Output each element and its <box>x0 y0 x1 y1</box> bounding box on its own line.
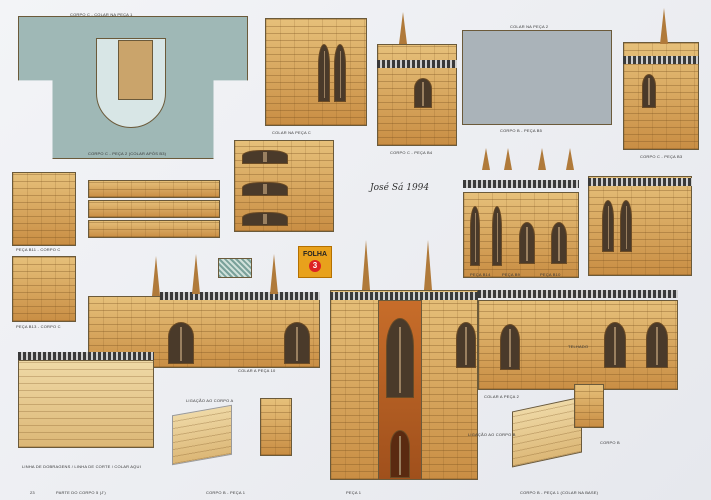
strip-b9 <box>88 200 220 218</box>
battlement <box>463 180 579 188</box>
label-peca-b13: PEÇA B13 - CORPO C <box>16 324 61 329</box>
assembly-preview-b <box>512 396 582 468</box>
window <box>551 222 567 264</box>
spire <box>482 148 490 170</box>
label-peca1: PEÇA 1 <box>346 490 362 495</box>
window <box>470 206 480 266</box>
window <box>456 322 476 368</box>
folha-number: 3 <box>309 260 321 272</box>
label-peca-b14: PEÇA B14 <box>470 272 491 277</box>
floor-piece-b5 <box>462 30 612 125</box>
folha-label: FOLHA <box>302 251 328 258</box>
label-ligacao-corpo-b: LIGAÇÃO AO CORPO B <box>468 432 516 437</box>
battlement <box>623 56 699 64</box>
label-corpo-b: CORPO B <box>600 440 620 445</box>
label-corpo-b-peca1: CORPO B - PEÇA 1 <box>206 490 246 495</box>
window <box>620 200 632 252</box>
label-corpo-b-peca-b5: CORPO B - PEÇA B5 <box>500 128 543 133</box>
battlement <box>377 60 457 68</box>
window <box>284 322 310 364</box>
spire <box>362 240 370 290</box>
battlement <box>160 292 320 300</box>
label-colar-a-peca2: COLAR A PEÇA 2 <box>484 394 520 399</box>
spire <box>660 8 668 44</box>
window <box>242 150 288 164</box>
label-peca-b10: PEÇA B10 <box>540 272 561 277</box>
wall-piece-b13 <box>12 256 76 322</box>
small-floor-tile <box>218 258 252 278</box>
window <box>334 44 346 102</box>
facade-tower-c <box>265 18 367 126</box>
window <box>642 74 656 108</box>
spire <box>192 254 200 294</box>
wall-lower-left <box>18 360 154 448</box>
window <box>519 222 535 264</box>
window <box>386 318 414 398</box>
spire <box>566 148 574 170</box>
window <box>318 44 330 102</box>
window <box>168 322 194 364</box>
label-ligacao-corpo-a: LIGAÇÃO AO CORPO A <box>186 398 234 403</box>
spire <box>399 12 407 44</box>
label-corpo-c-peca-b4: CORPO C - PEÇA B4 <box>390 150 433 155</box>
label-colar-a-peca10: COLAR A PEÇA 10 <box>238 368 276 373</box>
spire <box>504 148 512 170</box>
strip-b8 <box>88 180 220 198</box>
battlement <box>330 292 478 300</box>
window <box>604 322 626 368</box>
window <box>492 206 502 266</box>
portal <box>390 430 410 478</box>
folha-badge: FOLHA 3 <box>298 246 332 278</box>
assembly-preview-tower <box>260 398 292 456</box>
label-corpo-c-peca-b3: CORPO C - PEÇA B3 <box>640 154 683 159</box>
assembly-preview-b-tower <box>574 384 604 428</box>
floor-detail <box>118 40 153 100</box>
spire <box>152 256 160 296</box>
label-corpo-c-colar-peca1: CORPO C - COLAR NA PEÇA 1 <box>70 12 133 17</box>
battlement <box>18 352 154 360</box>
window <box>500 324 520 370</box>
window <box>242 212 288 226</box>
battlement <box>478 290 678 298</box>
label-instructions: LINHA DE DOBRAGENS / LINHA DE CORTE / CO… <box>22 464 141 469</box>
label-parte-corpo-5: PARTE DO CORPO 5 (J') <box>56 490 106 495</box>
artist-signature: José Sá 1994 <box>370 183 430 193</box>
window <box>646 322 668 368</box>
assembly-preview-a <box>172 404 232 466</box>
window <box>242 182 288 196</box>
battlement <box>588 178 692 186</box>
wall-piece-b11 <box>12 172 76 246</box>
label-peca-b9: PEÇA B9 <box>502 272 521 277</box>
window <box>414 78 432 108</box>
label-corpo-b-peca1-base: CORPO B - PEÇA 1 (COLAR NA BASE) <box>520 490 599 495</box>
spire <box>270 254 278 294</box>
label-peca-b11: PEÇA B11 - CORPO C <box>16 247 61 252</box>
window <box>602 200 614 252</box>
label-telhado: TELHADO <box>568 344 589 349</box>
label-colar-na-peca2: COLAR NA PEÇA 2 <box>510 24 549 29</box>
spire <box>538 148 546 170</box>
spire <box>424 240 432 290</box>
label-corpo-c-peca2: CORPO C - PEÇA 2 (COLAR APÓS B3) <box>88 151 167 156</box>
label-page-no: 23 <box>30 490 35 495</box>
label-colar-na-peca-c1: COLAR NA PEÇA C <box>272 130 312 135</box>
strip-b10 <box>88 220 220 238</box>
